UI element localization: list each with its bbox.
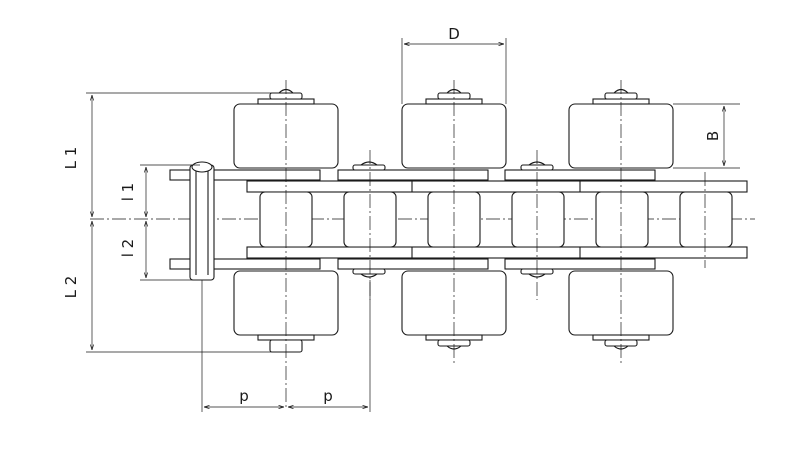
dimension-b: B <box>673 103 740 169</box>
connecting-pin <box>189 161 215 281</box>
top-pin-heads <box>257 88 650 171</box>
top-attachment-rollers <box>233 103 674 169</box>
bottom-attachment-rollers <box>233 270 674 336</box>
dimension-small-l2: l 2 <box>119 221 200 281</box>
dimension-l1: L 1 <box>62 92 286 217</box>
dimension-small-l1: l 1 <box>119 164 200 217</box>
chain-rollers <box>259 191 733 248</box>
pin-centerlines <box>285 80 706 410</box>
label-d: D <box>448 25 460 43</box>
label-pitch-left: p <box>239 387 249 405</box>
label-l1: L 1 <box>62 147 80 170</box>
label-small-l1: l 1 <box>119 183 137 201</box>
label-pitch-right: p <box>323 387 333 405</box>
dimension-l2: L 2 <box>62 221 286 353</box>
label-l2: L 2 <box>62 276 80 299</box>
inner-plates <box>246 180 748 259</box>
dimension-d: D <box>401 25 507 104</box>
outer-plates <box>169 169 656 270</box>
label-b: B <box>704 131 722 141</box>
label-small-l2: l 2 <box>119 239 137 257</box>
dimension-pitch: p p <box>201 280 371 412</box>
